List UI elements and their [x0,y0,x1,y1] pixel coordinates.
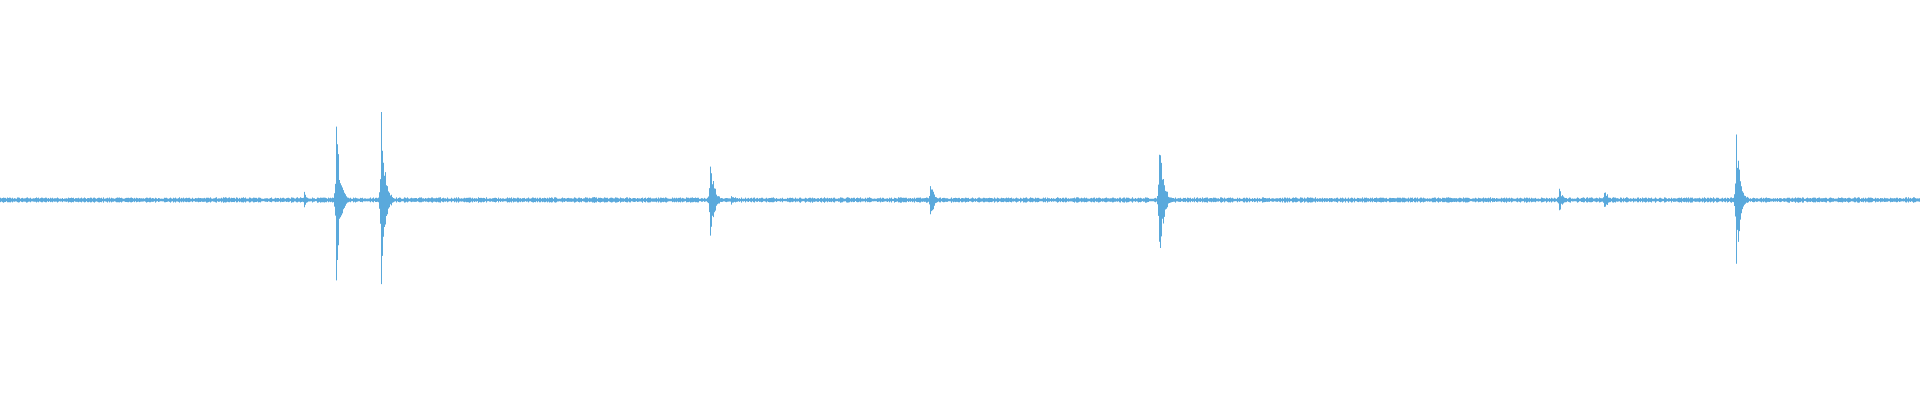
waveform-trace [0,112,1920,285]
waveform-path [0,112,1920,285]
